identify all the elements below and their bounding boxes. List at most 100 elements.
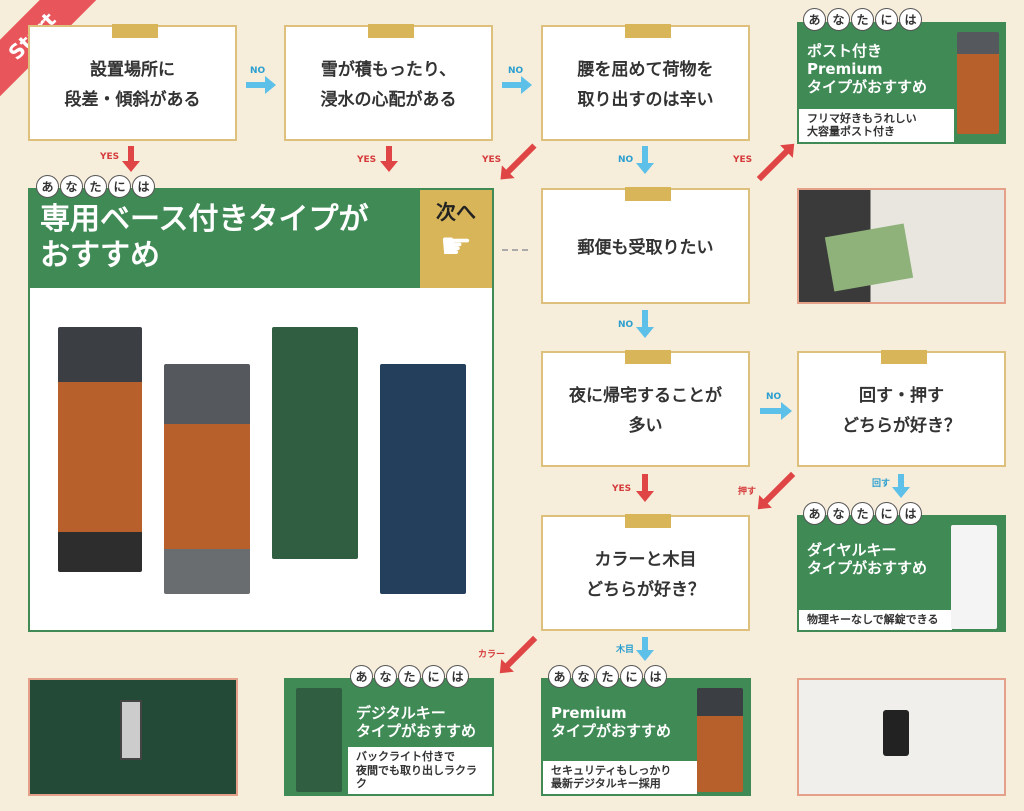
cabinet-image (272, 327, 358, 559)
badge-char: あ (36, 175, 59, 198)
question-bend: 腰を屈めて荷物を 取り出すのは辛い (541, 24, 750, 141)
question-text: 夜に帰宅することが 多い (569, 386, 722, 436)
badge-char: な (572, 665, 595, 688)
result-digital-key: デジタルキー タイプがおすすめ バックライト付きで 夜間でも取り出しラクラク (284, 678, 494, 796)
question-text: 腰を屈めて荷物を 取り出すのは辛い (577, 60, 714, 110)
cabinet-image (697, 688, 743, 792)
result-note: フリマ好きもうれしい 大容量ポスト付き (799, 108, 954, 142)
badge-char: に (875, 8, 898, 31)
anata-ni-wa-badge: あなたには (350, 665, 469, 688)
badge-char: は (899, 502, 922, 525)
label-no: NO (250, 66, 266, 76)
cabinet-image (296, 688, 342, 792)
question-slope: 設置場所に 段差・傾斜がある (28, 24, 237, 141)
cabinet-image (58, 327, 142, 572)
badge-char: あ (350, 665, 373, 688)
badge-char: な (374, 665, 397, 688)
photo-digital-keypad (28, 678, 238, 796)
anata-ni-wa-badge: あなたには (36, 175, 155, 198)
question-text: 郵便も受取りたい (577, 238, 714, 259)
tape (625, 350, 671, 364)
next-button[interactable]: 次へ ☛ (420, 190, 492, 288)
badge-char: あ (803, 502, 826, 525)
badge-char: は (644, 665, 667, 688)
dashed-arrow (502, 249, 528, 251)
tape (368, 24, 414, 38)
result-title: Premium タイプがおすすめ (551, 704, 672, 740)
badge-char: は (132, 175, 155, 198)
arrow-down (636, 310, 654, 338)
result-title: ダイヤルキー タイプがおすすめ (807, 541, 928, 577)
arrow-diagonal (505, 143, 537, 175)
arrow-down (380, 146, 398, 172)
badge-char: た (84, 175, 107, 198)
arrow-diagonal (756, 148, 790, 182)
result-note: バックライト付きで 夜間でも取り出しラクラク (348, 746, 492, 794)
label-yes: YES (100, 152, 120, 162)
badge-char: に (620, 665, 643, 688)
arrow-down (892, 474, 910, 498)
question-text: カラーと木目 どちらが好き？ (586, 550, 705, 600)
result-premium: Premium タイプがおすすめ セキュリティもしっかり 最新デジタルキー採用 (541, 678, 751, 796)
arrow-diagonal (762, 471, 796, 505)
badge-char: た (398, 665, 421, 688)
tape (881, 350, 927, 364)
badge-char: た (596, 665, 619, 688)
badge-char: た (851, 502, 874, 525)
badge-char: な (827, 502, 850, 525)
label-yes: YES (357, 155, 377, 165)
cabinet-image (951, 525, 997, 629)
question-text: 雪が積もったり、 浸水の心配がある (320, 60, 457, 110)
question-night: 夜に帰宅することが 多い (541, 350, 750, 467)
question-snow: 雪が積もったり、 浸水の心配がある (284, 24, 493, 141)
dial-image (883, 710, 909, 756)
label-color: カラー (478, 650, 506, 660)
tape (625, 187, 671, 201)
pointing-hand-icon: ☛ (439, 226, 473, 267)
badge-char: あ (548, 665, 571, 688)
label-yes: YES (733, 155, 753, 165)
anata-ni-wa-badge: あなたには (803, 8, 922, 31)
question-color-wood: カラーと木目 どちらが好き？ (541, 514, 750, 631)
photo-post-usage (797, 188, 1006, 304)
label-yes: YES (482, 155, 502, 165)
badge-char: な (827, 8, 850, 31)
arrow-down (636, 637, 654, 661)
arrow-right (760, 402, 792, 420)
tape (625, 514, 671, 528)
result-dial-key: ダイヤルキー タイプがおすすめ 物理キーなしで解錠できる (797, 515, 1006, 632)
result-post-premium: ポスト付き Premium タイプがおすすめ フリマ好きもうれしい 大容量ポスト… (797, 22, 1006, 144)
tape (625, 24, 671, 38)
arrow-right (246, 76, 276, 94)
result-note: 物理キーなしで解錠できる (799, 610, 952, 630)
anata-ni-wa-badge: あなたには (803, 502, 922, 525)
badge-char: に (108, 175, 131, 198)
result-header (30, 190, 492, 288)
badge-char: に (422, 665, 445, 688)
label-no: NO (766, 392, 782, 402)
result-base-type: 専用ベース付きタイプが おすすめ 次へ ☛ (28, 188, 494, 632)
arrow-down (636, 474, 654, 502)
keypad-image (120, 700, 142, 760)
result-note: セキュリティもしっかり 最新デジタルキー採用 (543, 760, 697, 794)
badge-char: な (60, 175, 83, 198)
arrow-diagonal (504, 635, 538, 669)
tape (112, 24, 158, 38)
label-turn: 回す (872, 479, 891, 489)
question-text: 回す・押す どちらが好き？ (842, 386, 961, 436)
label-no: NO (618, 320, 634, 330)
badge-char: は (899, 8, 922, 31)
arrow-right (502, 76, 532, 94)
result-title: デジタルキー タイプがおすすめ (356, 704, 477, 740)
result-title: 専用ベース付きタイプが おすすめ (40, 202, 369, 273)
badge-char: あ (803, 8, 826, 31)
question-turn-push: 回す・押す どちらが好き？ (797, 350, 1006, 467)
arrow-down (636, 146, 654, 174)
next-label: 次へ (436, 200, 476, 224)
label-no: NO (618, 155, 634, 165)
badge-char: は (446, 665, 469, 688)
cabinet-image (164, 364, 250, 594)
cabinet-image (380, 364, 466, 594)
anata-ni-wa-badge: あなたには (548, 665, 667, 688)
badge-char: た (851, 8, 874, 31)
